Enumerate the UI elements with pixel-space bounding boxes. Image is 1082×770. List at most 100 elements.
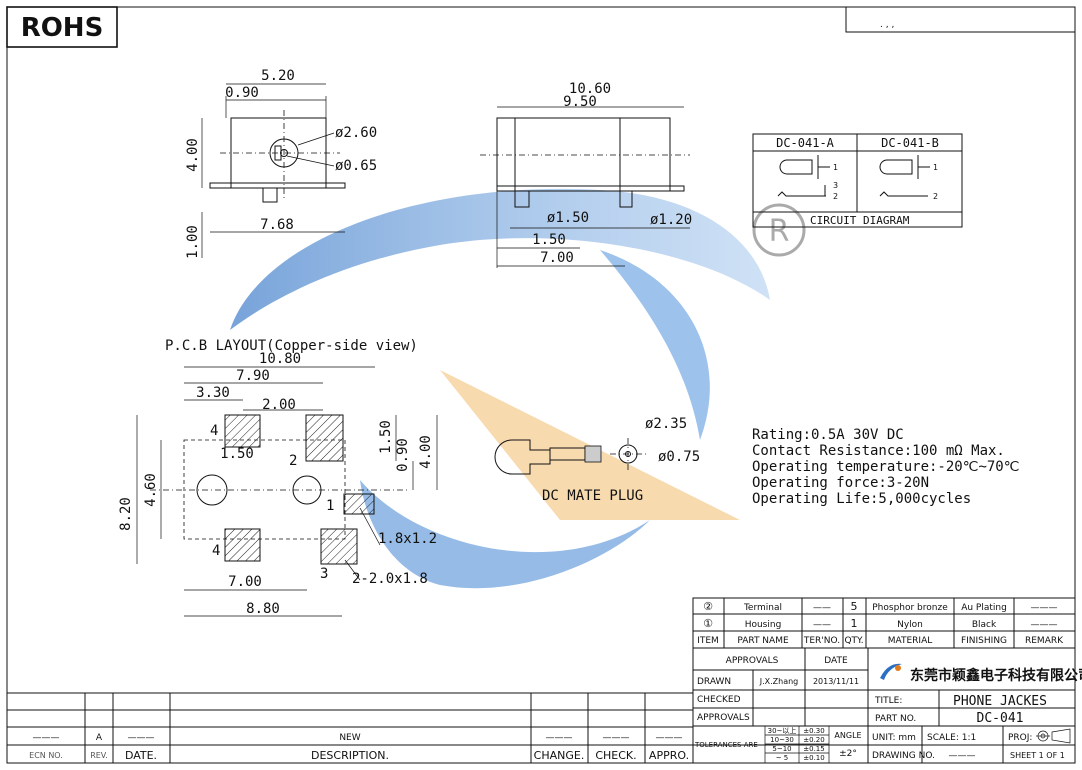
circuit-pin-2: 2 — [833, 192, 838, 201]
pcb-dim-v-4-00: 4.00 — [418, 435, 434, 469]
bom-remark-2: ——— — [1031, 620, 1058, 630]
check-header: CHECK. — [595, 749, 636, 762]
drawn-date: 2013/11/11 — [813, 677, 859, 686]
tolerances-label: TOLERANCES ARE — [694, 741, 758, 749]
revision-block: ——— A ——— NEW ——— ——— ——— ECN NO. REV. D… — [7, 692, 693, 763]
bom-material-1: Phosphor bronze — [872, 603, 948, 613]
circuit-diagram: DC-041-A DC-041-B 1 3 2 1 2 CIRCUIT DIAG… — [752, 133, 963, 228]
pcb-callout-pad-1: 1.8x1.2 — [378, 531, 437, 547]
circuit-b-label: DC-041-B — [881, 136, 939, 150]
pad-label-4b: 4 — [212, 543, 220, 559]
tol-val-3: ±0.15 — [803, 745, 824, 753]
registered-mark: R — [769, 214, 790, 249]
description-header: DESCRIPTION. — [311, 749, 389, 762]
dim-width: 5.20 — [261, 68, 295, 84]
dim-pin-dia-2: ø1.20 — [650, 212, 692, 228]
tol-val-4: ±0.10 — [803, 754, 824, 762]
bom-item-2: ② — [703, 600, 713, 613]
pcb-pad-1 — [343, 493, 375, 515]
rev-dash-change: ——— — [546, 733, 573, 743]
bom-header-item: ITEM — [697, 636, 719, 646]
bom-qty-2: 1 — [851, 617, 858, 630]
pcb-callout-pads: 2-2.0x1.8 — [352, 571, 428, 587]
dim-lead: 1.00 — [185, 225, 201, 259]
circuit-b-pin-2: 2 — [933, 192, 938, 201]
dim-pin-span: 7.00 — [540, 250, 574, 266]
pcb-dim-v-0-90: 0.90 — [395, 438, 411, 472]
bom-remark-1: ——— — [1031, 603, 1058, 613]
title-box-text: . , , — [880, 20, 894, 30]
pcb-dim-v-1-50: 1.50 — [378, 420, 394, 454]
drawing-no-value: ——— — [949, 751, 976, 761]
pcb-dim-1-50: 1.50 — [220, 446, 254, 462]
title-label: TITLE: — [874, 696, 902, 706]
plug-dia-inner: ø0.75 — [658, 449, 700, 465]
ecn-header: ECN NO. — [29, 751, 63, 760]
bom-qty-1: 5 — [851, 600, 858, 613]
tol-range-4: ~ 5 — [776, 754, 789, 762]
pcb-dim-v-4-60: 4.60 — [143, 473, 159, 507]
company-name: 东莞市颖鑫电子科技有限公司 — [910, 667, 1082, 684]
rev-dash-ecn: ——— — [33, 733, 60, 743]
circuit-b-pin-1: 1 — [933, 163, 938, 172]
rev-description-value: NEW — [339, 733, 360, 743]
bom-header-remark: REMARK — [1025, 636, 1064, 646]
bom-table: ② Terminal —— 5 Phosphor bronze Au Plati… — [692, 597, 1076, 649]
circuit-a-label: DC-041-A — [776, 136, 835, 150]
part-no-label: PART NO. — [875, 714, 916, 724]
bom-ter-1: —— — [813, 603, 831, 613]
bom-material-2: Nylon — [897, 620, 923, 630]
plug-dia-outer: ø2.35 — [645, 416, 687, 432]
spec-life: Operating Life:5,000cycles — [752, 491, 971, 507]
drawn-by: J.X.Zhang — [759, 677, 799, 686]
bom-name-terminal: Terminal — [743, 603, 782, 613]
date-header: DATE — [824, 656, 848, 666]
pcb-dim-10-80: 10.80 — [259, 351, 301, 367]
dim-pin-dia-1: ø1.50 — [547, 210, 589, 226]
rev-header: REV. — [90, 751, 108, 760]
pcb-dim-7-90: 7.90 — [236, 368, 270, 384]
dc-mate-plug: ø2.35 ø0.75 DC MATE PLUG — [494, 416, 700, 504]
part-number: DC-041 — [977, 711, 1024, 726]
date-col-header: DATE. — [125, 749, 157, 762]
pcb-dim-2-00: 2.00 — [262, 397, 296, 413]
drawn-label: DRAWN — [697, 677, 731, 687]
rohs-mark: ROHS — [21, 13, 104, 43]
bom-header-name: PART NAME — [737, 636, 789, 646]
appro-header: APPRO. — [649, 749, 689, 762]
unit-label: UNIT: mm — [872, 733, 916, 743]
pcb-dim-3-30: 3.30 — [196, 385, 230, 401]
dim-length: 10.60 — [569, 81, 611, 97]
top-view: 5.20 0.90 4.00 ø2.60 ø0.65 7.68 1.00 — [185, 68, 377, 259]
bom-header-material: MATERIAL — [888, 636, 933, 646]
pcb-dim-8-80: 8.80 — [246, 601, 280, 617]
company-logo-icon — [880, 663, 902, 680]
dim-offset: 0.90 — [225, 85, 259, 101]
pad-label-3: 3 — [320, 566, 328, 582]
title-block: APPROVALS DATE DRAWN J.X.Zhang 2013/11/1… — [692, 647, 1082, 764]
bom-header-ter: TER'NO. — [803, 636, 840, 646]
bom-header-qty: QTY. — [844, 636, 863, 646]
dim-body: 9.50 — [563, 94, 597, 110]
pad-label-2: 2 — [289, 453, 297, 469]
tol-range-1: 30~以上 — [768, 726, 797, 735]
pcb-dim-v-8-20: 8.20 — [118, 497, 134, 531]
spec-temperature: Operating temperature:-20℃~70℃ — [752, 459, 1019, 475]
dim-pad: 7.68 — [260, 217, 294, 233]
bom-header-finish: FINISHING — [961, 636, 1007, 646]
tol-val-2: ±0.20 — [803, 736, 824, 744]
bom-finish-2: Black — [972, 620, 997, 630]
rev-dash-check: ——— — [603, 733, 630, 743]
tol-range-3: 5~10 — [772, 745, 791, 753]
approvals-header: APPROVALS — [726, 656, 779, 666]
pcb-pad-4-top — [224, 414, 261, 448]
pcb-pad-4-bottom — [224, 528, 261, 562]
pcb-layout: P.C.B LAYOUT(Copper-side view) 4 2 1 4 3… — [118, 338, 438, 617]
pcb-dim-7-00: 7.00 — [228, 574, 262, 590]
change-header: CHANGE. — [534, 749, 585, 762]
sheet-label: SHEET 1 OF 1 — [1010, 751, 1065, 760]
spec-resistance: Contact Resistance:100 mΩ Max. — [752, 443, 1005, 459]
dim-diameter-outer: ø2.60 — [335, 125, 377, 141]
pcb-title: P.C.B LAYOUT(Copper-side view) — [165, 338, 418, 354]
